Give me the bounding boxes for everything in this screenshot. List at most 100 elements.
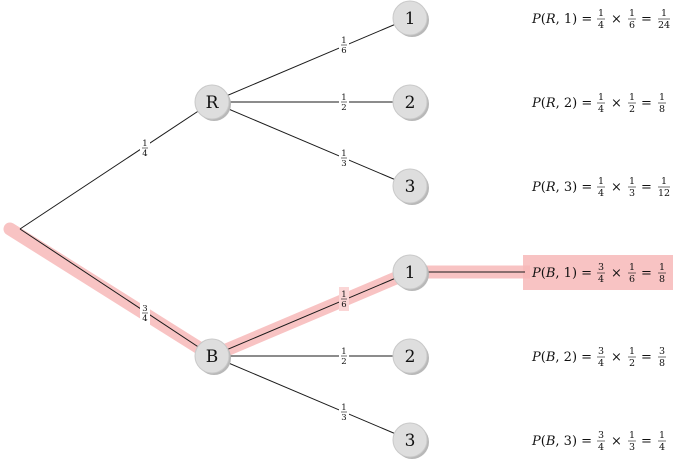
svg-text:P(R, 1) =: P(R, 1) = (531, 12, 592, 27)
eq-times: × (611, 350, 622, 365)
node-r-1-label: 1 (405, 9, 416, 29)
edge-b-1 (211, 271, 411, 357)
highlight-root-to-b (3, 222, 219, 363)
eq-equals: = (581, 350, 592, 365)
node-r-2: 2 (392, 84, 429, 121)
eq-arg2: 3 (564, 434, 572, 449)
prob-den: 2 (341, 357, 346, 367)
prob-num: 3 (142, 304, 147, 314)
result-row-b-3: P(B, 3) = 3 4 × 1 3 = 1 4 (531, 430, 666, 453)
eq-f2-den: 3 (629, 188, 635, 199)
eq-equals-2: = (641, 12, 652, 27)
node-r-label: R (206, 93, 220, 113)
svg-text:P(B, 3) =: P(B, 3) = (531, 434, 592, 449)
tree-edges (19, 17, 525, 441)
eq-f1-den: 4 (598, 274, 604, 285)
result-equations: P(R, 1) = 1 4 × 1 6 = 1 2 4 P(R, 2) = 1 4… (531, 8, 670, 453)
node-r-1: 1 (392, 0, 429, 37)
svg-text:P(B, 1) =: P(B, 1) = (531, 266, 592, 281)
eq-arg2: 2 (564, 96, 572, 111)
eq-f2-num: 1 (629, 346, 635, 357)
node-b-1: 1 (392, 254, 429, 291)
eq-f1-den: 4 (598, 20, 604, 31)
prob-num: 1 (341, 93, 346, 103)
eq-arg2: 1 (564, 266, 572, 281)
node-r-3-label: 3 (405, 177, 416, 197)
eq-res-den: 8 (659, 104, 665, 115)
eq-res-num: 1 (659, 92, 665, 103)
edge-labels: 1 4 3 4 1 6 1 2 1 3 (140, 33, 349, 424)
node-r: R (194, 84, 231, 121)
node-b-3: 3 (392, 422, 429, 459)
eq-equals-2: = (641, 96, 652, 111)
eq-res-num: 1 (659, 430, 665, 441)
node-r-2-label: 2 (405, 93, 416, 113)
eq-f2-num: 1 (629, 176, 635, 187)
prob-label-root-b: 3 4 (140, 301, 150, 325)
prob-den: 2 (341, 103, 346, 113)
eq-equals-2: = (641, 180, 652, 195)
eq-res-num: 1 (661, 176, 667, 187)
eq-arg1: B (545, 434, 556, 449)
eq-func: P (531, 350, 541, 365)
prob-den: 3 (341, 159, 346, 169)
eq-equals-2: = (641, 266, 652, 281)
eq-equals: = (581, 96, 592, 111)
eq-res-num: 1 (661, 8, 667, 19)
eq-func: P (531, 12, 541, 27)
node-b-2-label: 2 (405, 347, 416, 367)
eq-equals-2: = (641, 350, 652, 365)
eq-f1-den: 4 (598, 358, 604, 369)
eq-f2-den: 2 (629, 104, 635, 115)
node-b-3-label: 3 (405, 431, 416, 451)
eq-arg2: 1 (564, 12, 572, 27)
tree-nodes: R B 1 2 3 1 2 (194, 0, 429, 459)
eq-f2-num: 1 (629, 262, 635, 273)
eq-arg1: B (545, 350, 556, 365)
prob-label-r-1: 1 6 (339, 33, 349, 57)
eq-f2-den: 6 (629, 274, 635, 285)
eq-f1-den: 4 (598, 188, 604, 199)
eq-func: P (531, 434, 541, 449)
eq-res-num: 3 (659, 346, 665, 357)
prob-label-b-1: 1 6 (339, 287, 349, 311)
prob-num: 1 (142, 139, 147, 149)
result-row-r-2: P(R, 2) = 1 4 × 1 2 = 1 8 (531, 92, 666, 115)
node-r-3: 3 (392, 168, 429, 205)
eq-times: × (611, 434, 622, 449)
eq-res-den: 12 (658, 188, 670, 199)
eq-f2-den: 3 (629, 442, 635, 453)
eq-f2-den: 2 (629, 358, 635, 369)
edge-r-1 (211, 17, 411, 103)
node-b-label: B (206, 347, 219, 367)
prob-label-b-3: 1 3 (339, 400, 349, 424)
eq-f2-num: 1 (629, 8, 635, 19)
eq-f1-num: 3 (598, 430, 604, 441)
eq-times: × (611, 12, 622, 27)
eq-res-den: 4 (659, 442, 665, 453)
eq-func: P (531, 180, 541, 195)
eq-func: P (531, 96, 541, 111)
eq-arg1: R (545, 180, 556, 195)
eq-f1-den: 4 (598, 104, 604, 115)
result-row-b-1: P(B, 1) = 3 4 × 1 6 = 1 8 (531, 262, 666, 285)
edge-r-3 (211, 101, 411, 187)
eq-res-num: 1 (659, 262, 665, 273)
eq-arg2: 3 (564, 180, 572, 195)
svg-text:P(R, 3) =: P(R, 3) = (531, 180, 592, 195)
svg-text:P(R, 2) =: P(R, 2) = (531, 96, 592, 111)
eq-res-den: 8 (659, 358, 665, 369)
result-row-r-3: P(R, 3) = 1 4 × 1 3 = 1 12 (531, 176, 670, 199)
edge-b-3 (211, 355, 411, 441)
prob-label-root-r: 1 4 (140, 136, 150, 160)
eq-f1-num: 1 (598, 8, 604, 19)
node-b: B (194, 338, 231, 375)
prob-num: 1 (341, 403, 346, 413)
prob-den: 4 (142, 149, 147, 159)
highlight-result-box (523, 255, 673, 290)
prob-num: 1 (341, 347, 346, 357)
eq-f2-num: 1 (629, 92, 635, 103)
edge-root-r (19, 101, 213, 230)
prob-label-b-2: 1 2 (339, 344, 349, 368)
edge-root-b (19, 228, 213, 357)
